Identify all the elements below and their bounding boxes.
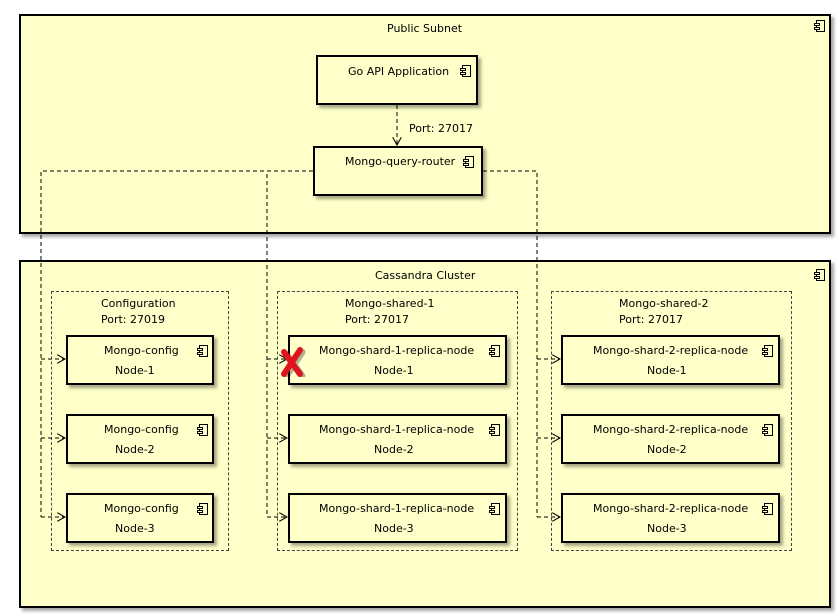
component-name: Mongo-shard-2-replica-node bbox=[593, 423, 749, 436]
node-label: Node-3 bbox=[374, 522, 414, 535]
component-icon bbox=[197, 424, 208, 436]
component-icon bbox=[197, 345, 208, 357]
mongo-query-router-component: Mongo-query-router bbox=[313, 146, 483, 196]
component-icon bbox=[762, 503, 773, 515]
node-label: Node-2 bbox=[374, 443, 414, 456]
component-icon bbox=[762, 424, 773, 436]
component-icon bbox=[489, 345, 500, 357]
shard-2-replica-node-1: Mongo-shard-2-replica-node Node-1 bbox=[561, 335, 780, 385]
shard-1-replica-node-2: Mongo-shard-1-replica-node Node-2 bbox=[288, 414, 507, 464]
mongo-config-node-3: Mongo-config Node-3 bbox=[66, 493, 214, 543]
configuration-port: Port: 27019 bbox=[101, 313, 166, 326]
component-name: Mongo-config bbox=[104, 502, 179, 515]
node-label: Node-1 bbox=[647, 364, 687, 377]
component-icon bbox=[814, 269, 825, 281]
component-icon bbox=[814, 20, 825, 32]
component-icon bbox=[460, 65, 471, 77]
component-name: Mongo-shard-1-replica-node bbox=[319, 423, 475, 436]
shard2-port: Port: 27017 bbox=[619, 313, 684, 326]
shard1-title: Mongo-shared-1 bbox=[345, 297, 435, 310]
component-icon bbox=[762, 345, 773, 357]
component-icon bbox=[489, 503, 500, 515]
mongo-config-node-2: Mongo-config Node-2 bbox=[66, 414, 214, 464]
go-api-label: Go API Application bbox=[348, 65, 450, 78]
shard-1-replica-node-1: Mongo-shard-1-replica-node Node-1 bbox=[288, 335, 507, 385]
node-label: Node-3 bbox=[115, 522, 155, 535]
mongo-shared-2-package: Mongo-shared-2 Port: 27017 bbox=[551, 291, 792, 551]
node-label: Node-1 bbox=[374, 364, 414, 377]
shard1-port: Port: 27017 bbox=[345, 313, 410, 326]
node-label: Node-1 bbox=[115, 364, 155, 377]
shard-2-replica-node-2: Mongo-shard-2-replica-node Node-2 bbox=[561, 414, 780, 464]
node-label: Node-3 bbox=[647, 522, 687, 535]
component-name: Mongo-shard-1-replica-node bbox=[319, 344, 475, 357]
shard-1-replica-node-3: Mongo-shard-1-replica-node Node-3 bbox=[288, 493, 507, 543]
shard2-title: Mongo-shared-2 bbox=[619, 297, 709, 310]
red-x-failure-icon bbox=[281, 347, 306, 377]
configuration-title: Configuration bbox=[101, 297, 176, 310]
component-name: Mongo-config bbox=[104, 344, 179, 357]
component-icon bbox=[489, 424, 500, 436]
component-name: Mongo-shard-1-replica-node bbox=[319, 502, 475, 515]
router-label: Mongo-query-router bbox=[345, 155, 456, 168]
cluster-title: Cassandra Cluster bbox=[375, 269, 476, 282]
node-label: Node-2 bbox=[647, 443, 687, 456]
shard-2-replica-node-3: Mongo-shard-2-replica-node Node-3 bbox=[561, 493, 780, 543]
go-api-component: Go API Application bbox=[316, 55, 478, 105]
mongo-config-node-1: Mongo-config Node-1 bbox=[66, 335, 214, 385]
port-label: Port: 27017 bbox=[409, 122, 474, 135]
public-subnet-title: Public Subnet bbox=[387, 22, 463, 35]
node-label: Node-2 bbox=[115, 443, 155, 456]
component-icon bbox=[197, 503, 208, 515]
component-name: Mongo-config bbox=[104, 423, 179, 436]
component-name: Mongo-shard-2-replica-node bbox=[593, 502, 749, 515]
component-icon bbox=[463, 156, 474, 168]
component-name: Mongo-shard-2-replica-node bbox=[593, 344, 749, 357]
